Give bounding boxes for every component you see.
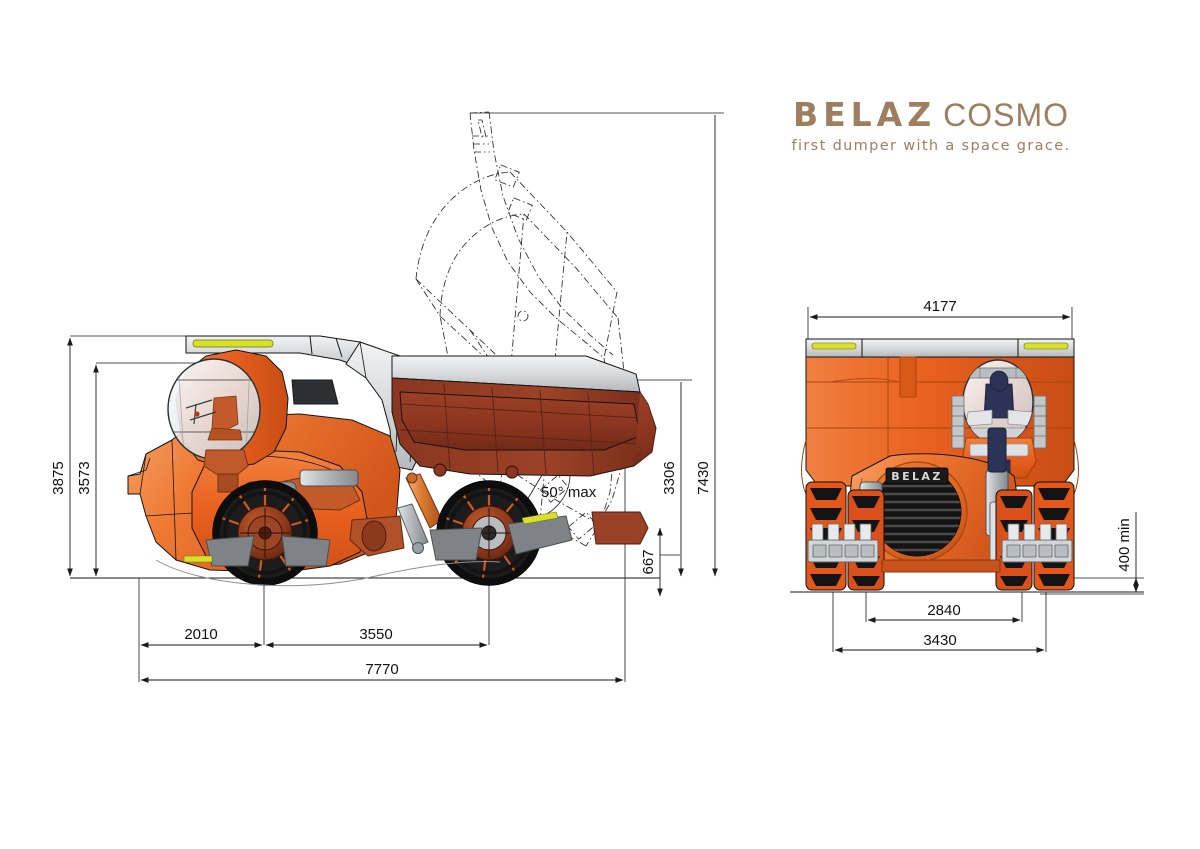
brand-tagline: first dumper with a space grace.	[791, 138, 1071, 154]
hoist-cylinder	[397, 472, 443, 554]
dim-text-overall-width: 4177	[923, 298, 956, 315]
front-roof-canopy	[805, 338, 1075, 358]
side-elevation-view	[127, 335, 657, 587]
steering-yoke	[185, 399, 217, 425]
front-wheel	[212, 480, 318, 586]
wheel-outer-left	[805, 481, 847, 591]
dim-text-overall-height: 3875	[50, 461, 67, 494]
dump-body	[391, 355, 657, 545]
brand-model: COSMO	[943, 97, 1070, 133]
rear-skirt-lamp	[521, 511, 559, 525]
grille-badge-plate	[885, 467, 949, 485]
dim-text-loading-edge-height: 667	[640, 549, 657, 574]
dim-text-cab-height: 3573	[76, 461, 93, 494]
front-roof-lamp-right	[1023, 342, 1069, 350]
dim-text-inner-track: 2840	[927, 602, 960, 619]
raised-body-phantom-outline	[415, 111, 627, 547]
operator-seat	[211, 395, 239, 431]
roof-lamp-bar	[192, 339, 274, 348]
mudflaps	[205, 515, 573, 567]
dim-text-overall-length: 7770	[365, 661, 398, 678]
dim-text-tipping-angle: 50° max	[541, 484, 597, 501]
front-step-platforms	[807, 523, 1073, 563]
dim-text-tipping-height: 7430	[695, 461, 712, 494]
dimension-labels-side: 3875 3573 2010 3550 7770 7430 3306 667 5…	[50, 461, 712, 678]
cab-side-window	[291, 379, 339, 405]
dim-text-outer-track: 3430	[923, 632, 956, 649]
dim-text-body-height: 3306	[661, 461, 678, 494]
front-roof-lamp-left	[811, 342, 857, 350]
front-nose: BELAZ	[849, 453, 1018, 573]
operator-cab	[167, 349, 339, 493]
front-elevation-view: BELAZ	[801, 338, 1079, 591]
dimension-labels-front: 4177 2840 3430 400 min	[923, 298, 1133, 649]
dim-text-ground-clearance: 400 min	[1116, 518, 1133, 571]
dim-text-wheelbase: 3550	[359, 626, 392, 643]
front-axle-beam	[881, 559, 1001, 573]
front-step-lamp	[183, 555, 213, 563]
cab-access-ladder	[951, 395, 1047, 449]
operator-head	[989, 370, 1009, 392]
grille-badge-text: BELAZ	[891, 470, 942, 483]
dim-text-front-overhang: 2010	[184, 626, 217, 643]
dump-hinge-pin	[433, 463, 447, 477]
brand-name: BELAZ	[792, 95, 937, 134]
chassis-underline	[155, 559, 501, 587]
